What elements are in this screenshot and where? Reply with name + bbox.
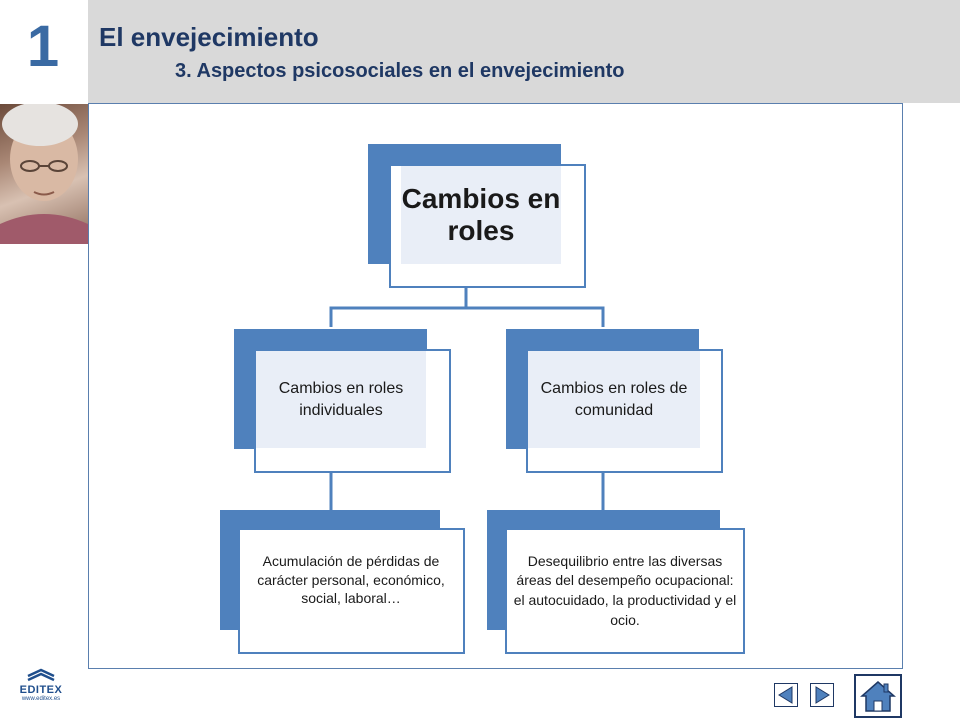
- detail-node-individual: Acumulación de pérdidas de carácter pers…: [220, 510, 465, 654]
- detail-node-community: Desequilibrio entre las diversas áreas d…: [487, 510, 745, 654]
- next-button[interactable]: [810, 683, 834, 707]
- editex-logo: EDITEX www.editex.es: [18, 668, 64, 712]
- branch-node-individual: Cambios en roles individuales: [234, 329, 451, 473]
- branch-label-individual: Cambios en roles individuales: [256, 351, 426, 448]
- branch-node-community: Cambios en roles de comunidad: [506, 329, 723, 473]
- prev-button[interactable]: [774, 683, 798, 707]
- root-node: Cambios en roles: [368, 144, 586, 288]
- detail-label-community: Desequilibrio entre las diversas áreas d…: [511, 532, 739, 650]
- home-button[interactable]: [854, 674, 902, 718]
- logo-brand: EDITEX: [19, 684, 63, 696]
- book-icon: [27, 668, 55, 682]
- page-subtitle: 3. Aspectos psicosociales en el envejeci…: [175, 60, 625, 82]
- header-band: [88, 0, 960, 103]
- triangle-left-icon: [778, 686, 793, 704]
- elderly-woman-photo: [0, 104, 88, 244]
- logo-url: www.editex.es: [21, 696, 61, 702]
- branch-label-community: Cambios en roles de comunidad: [528, 351, 700, 448]
- chapter-number: 1: [26, 14, 60, 79]
- triangle-right-icon: [815, 686, 830, 704]
- home-icon: [860, 681, 896, 712]
- page-title: El envejecimiento: [99, 22, 319, 52]
- root-node-label: Cambios en roles: [401, 166, 561, 264]
- detail-label-individual: Acumulación de pérdidas de carácter pers…: [240, 530, 462, 630]
